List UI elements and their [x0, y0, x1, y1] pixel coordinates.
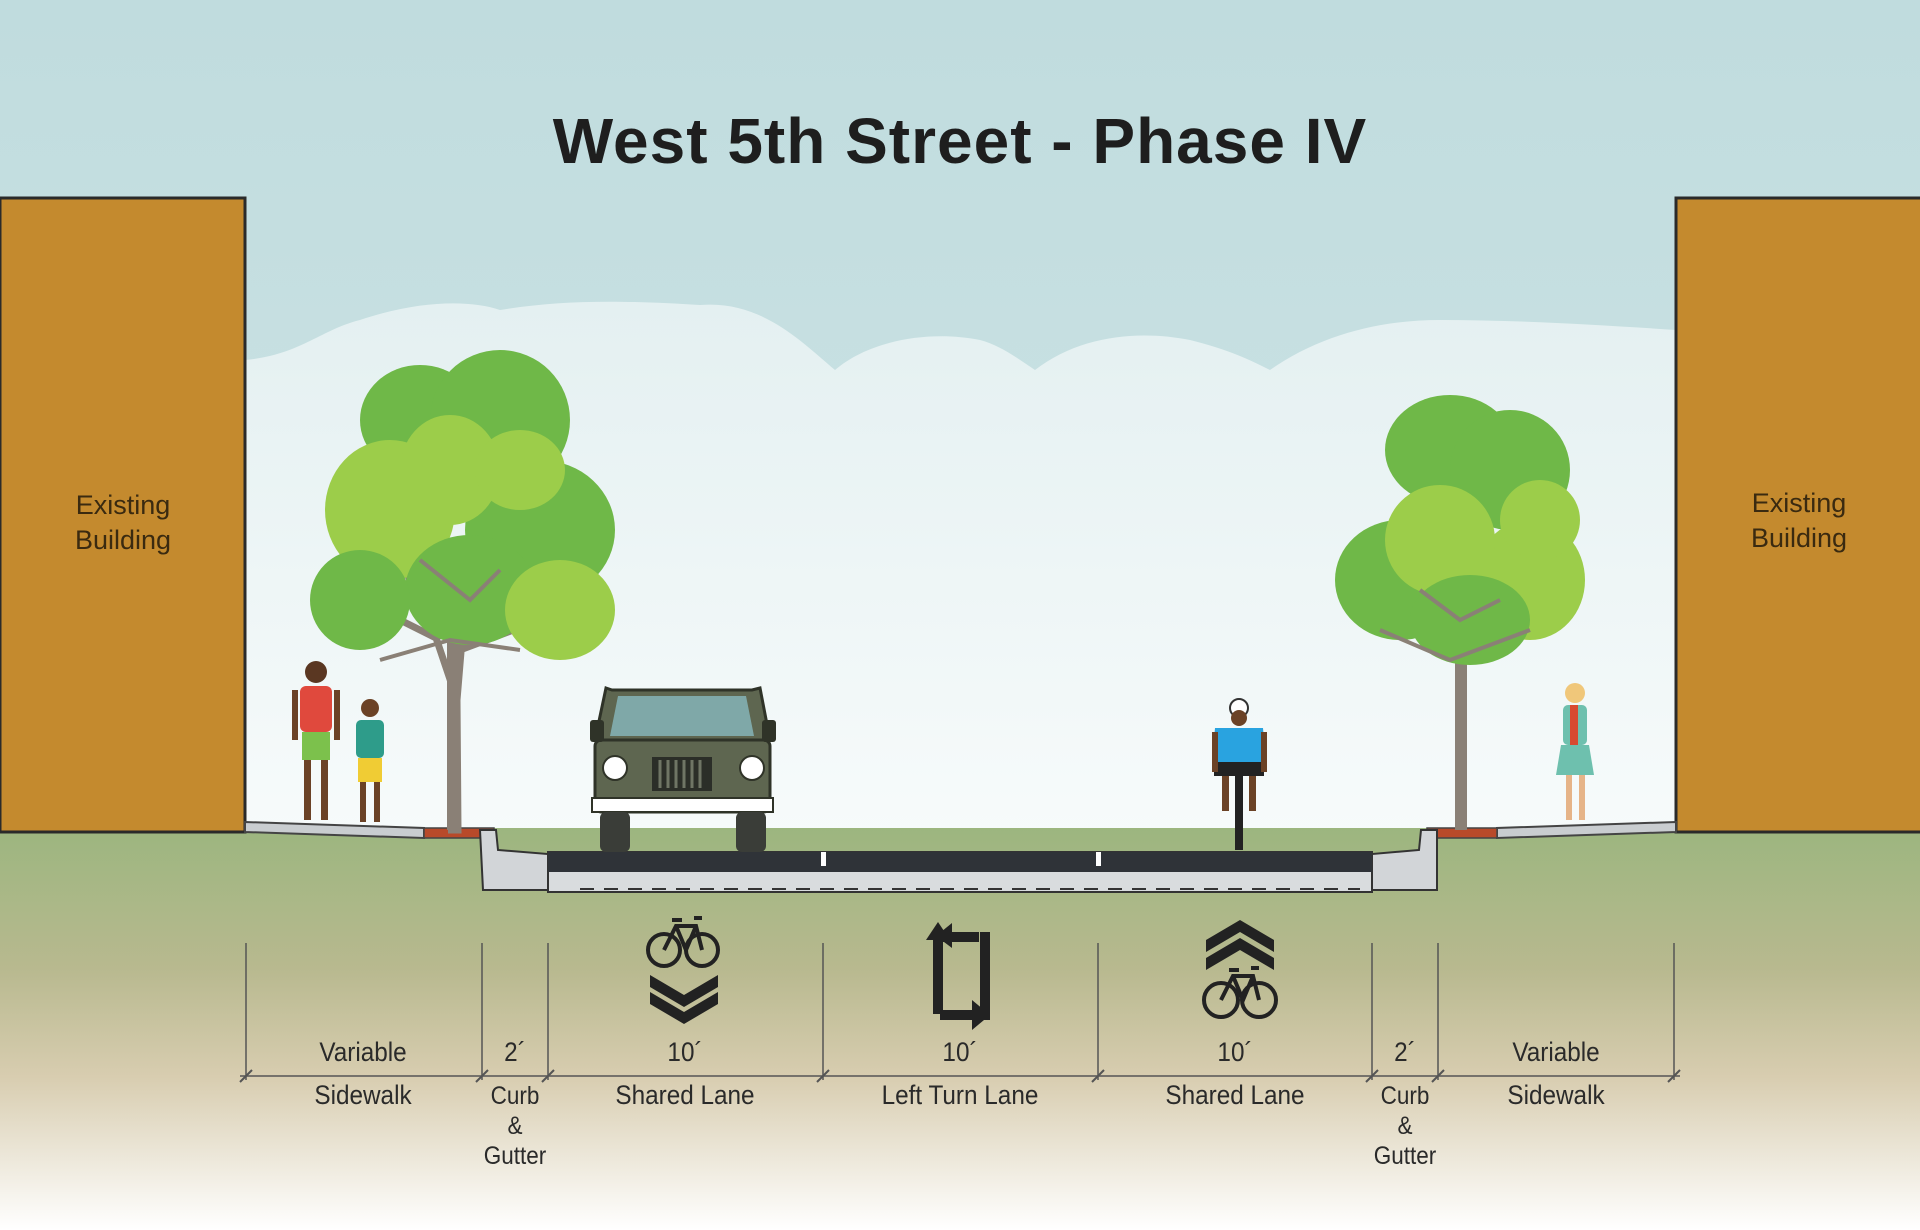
tree-left [310, 350, 615, 834]
dimension-sidewalk-left: Variable [319, 1037, 407, 1067]
label-curb-right-line1: Curb [1380, 1082, 1430, 1110]
dimension-curb-left: 2´ [504, 1037, 526, 1067]
label-curb-gutter-right: Curb & Gutter [1356, 1081, 1455, 1171]
building-label-left-line2: Building [74, 525, 172, 555]
dimension-sidewalk-right: Variable [1512, 1037, 1600, 1067]
dimension-left-turn-lane: 10´ [942, 1037, 978, 1067]
label-curb-right-line3: Gutter [1373, 1142, 1437, 1170]
page-title: West 5th Street - Phase IV [552, 105, 1368, 177]
label-curb-right-line2: & [1397, 1112, 1413, 1140]
label-curb-left-line1: Curb [490, 1082, 540, 1110]
two-way-left-turn-icon [926, 922, 990, 1030]
label-curb-left-line2: & [507, 1112, 523, 1140]
label-sidewalk-right: Sidewalk [1507, 1080, 1605, 1110]
pedestrian-child-left [356, 699, 384, 822]
pedestrian-adult-left [292, 661, 340, 820]
dimension-curb-right: 2´ [1394, 1037, 1416, 1067]
bicycle-down-chevron-icon [646, 916, 720, 1024]
dimension-shared-lane-right: 10´ [1217, 1037, 1253, 1067]
label-curb-left-line3: Gutter [483, 1142, 547, 1170]
pedestrian-woman-right [1556, 683, 1594, 820]
dimension-shared-lane-left: 10´ [667, 1037, 703, 1067]
existing-building-left [0, 196, 247, 834]
label-curb-gutter-left: Curb & Gutter [466, 1081, 565, 1171]
asphalt [548, 852, 1372, 872]
dimension-lines [239, 943, 1681, 1083]
lane-marker-left [821, 852, 826, 866]
building-label-right-line2: Building [1750, 523, 1848, 553]
cyclist [1212, 698, 1267, 850]
building-label-right-line1: Existing [1751, 488, 1847, 518]
label-shared-lane-right: Shared Lane [1165, 1080, 1305, 1110]
ground [0, 828, 1920, 1230]
label-shared-lane-left: Shared Lane [615, 1080, 755, 1110]
label-left-turn-lane: Left Turn Lane [881, 1080, 1039, 1110]
jeep-vehicle [590, 686, 776, 852]
bicycle-up-chevron-icon [1202, 920, 1278, 1019]
lane-marker-right [1096, 852, 1101, 866]
building-label-left: Existing Building [43, 488, 203, 558]
building-label-right: Existing Building [1719, 486, 1879, 556]
existing-building-right [1674, 196, 1920, 834]
tree-right [1335, 395, 1585, 830]
label-sidewalk-left: Sidewalk [314, 1080, 412, 1110]
building-label-left-line1: Existing [75, 490, 171, 520]
